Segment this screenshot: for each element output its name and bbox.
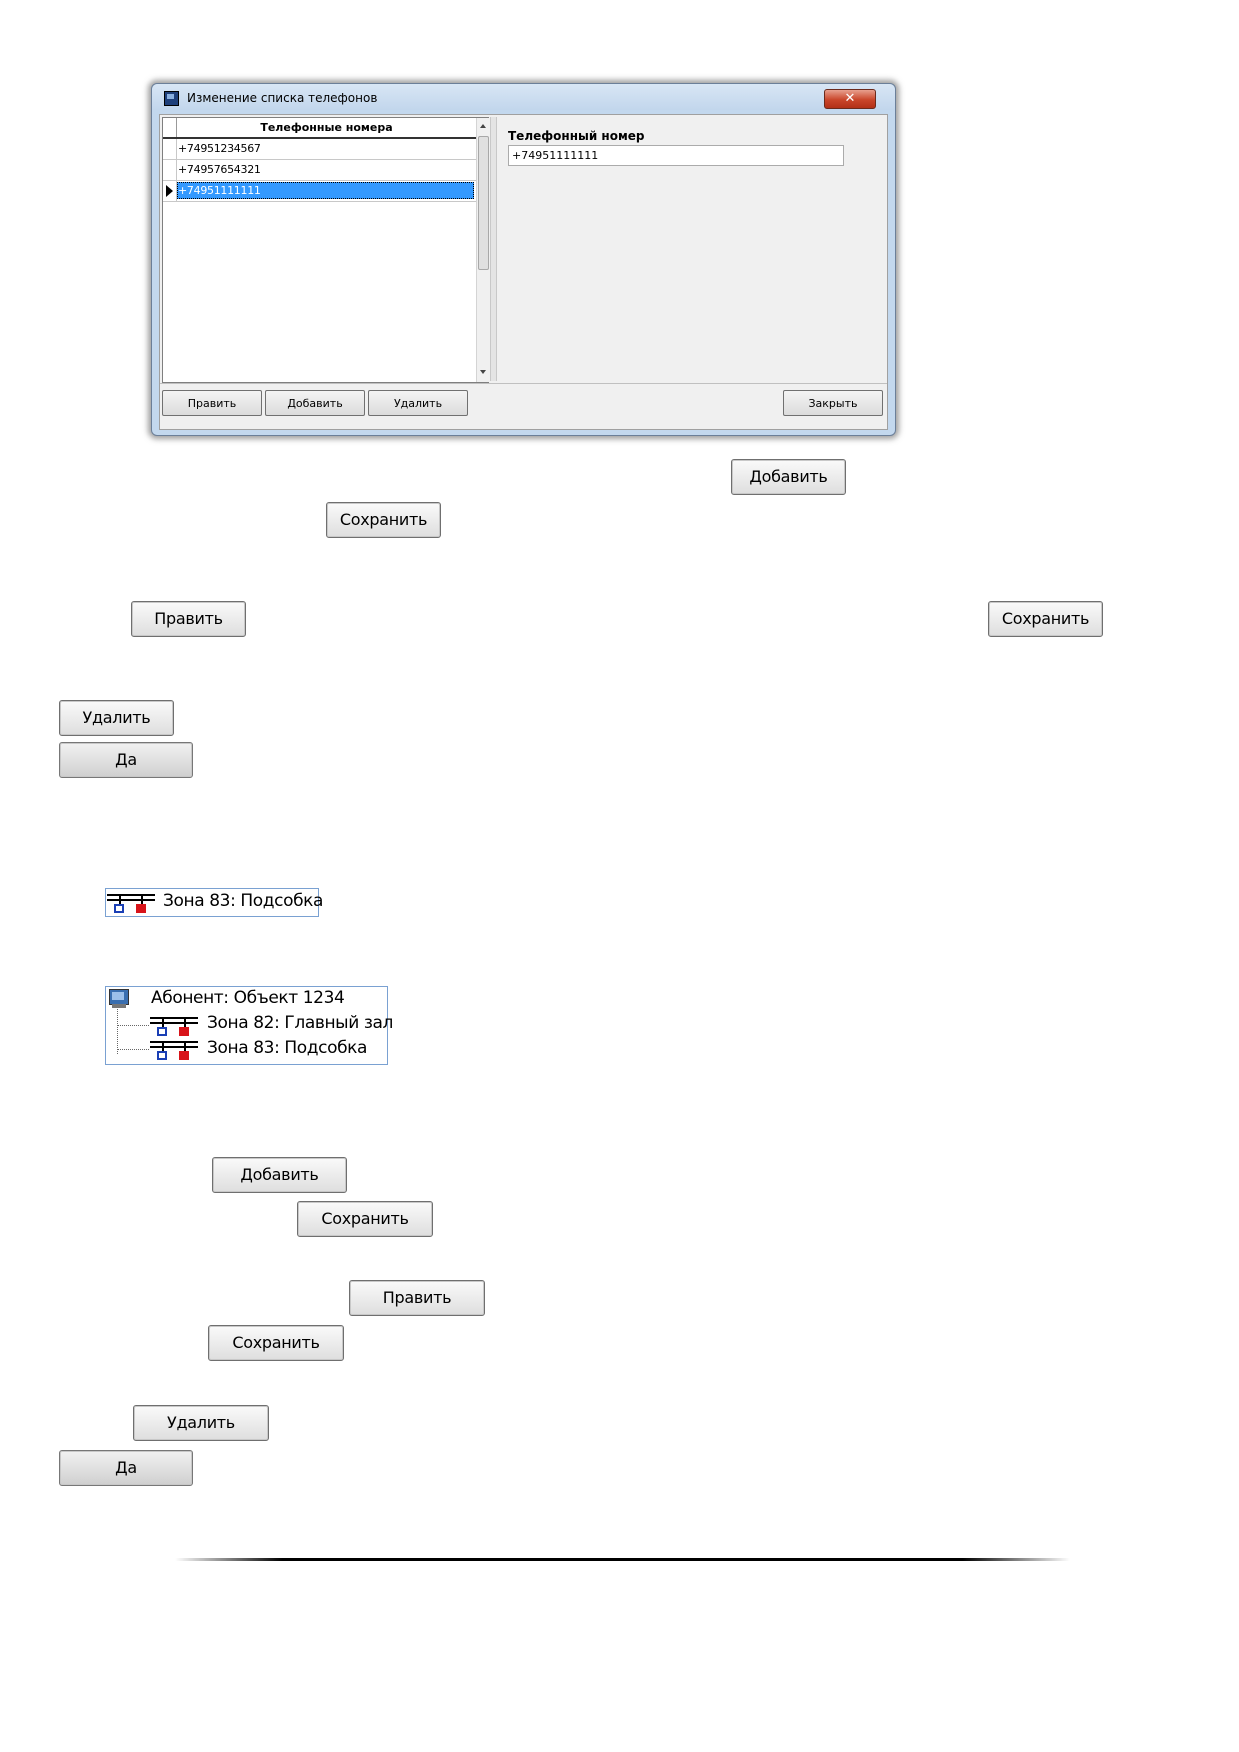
save-button[interactable]: Сохранить [208,1325,344,1361]
edit-button[interactable]: Править [349,1280,485,1316]
grid-header: Телефонные номера [163,118,476,139]
grid-header-indicator [163,118,177,137]
dialog-titlebar[interactable]: Изменение списка телефонов ✕ [152,84,895,110]
save-button[interactable]: Сохранить [988,601,1103,637]
save-button[interactable]: Сохранить [297,1201,433,1237]
delete-button[interactable]: Удалить [133,1405,269,1441]
edit-button[interactable]: Править [162,390,262,416]
phone-number-label: Телефонный номер [508,129,645,143]
phone-cell: +74951111111 [178,184,261,197]
add-button[interactable]: Добавить [212,1157,347,1193]
monitor-icon [108,989,130,1009]
row-indicator [163,181,177,201]
grid-column-header-phones[interactable]: Телефонные номера [260,121,393,134]
close-button[interactable]: Закрыть [783,390,883,416]
app-icon [164,91,179,106]
phone-cell: +74957654321 [178,163,261,176]
yes-button[interactable]: Да [59,742,193,778]
save-button[interactable]: Сохранить [326,502,441,538]
table-row[interactable]: +74957654321 [163,160,476,181]
phone-number-input[interactable]: +74951111111 [508,145,844,166]
phone-grid: Телефонные номера +74951234567 +74957654… [162,117,489,383]
edit-button[interactable]: Править [131,601,246,637]
phone-list-dialog: Изменение списка телефонов ✕ Телефонные … [151,83,896,436]
zone-icon [107,892,155,913]
table-row[interactable]: +74951234567 [163,139,476,160]
tree-child-label[interactable]: Зона 83: Подсобка [207,1038,368,1058]
zone-item-box[interactable]: Зона 83: Подсобка [105,888,323,917]
row-indicator [163,160,177,180]
close-icon: ✕ [844,91,856,106]
dialog-button-bar: Править Добавить Удалить Закрыть [160,383,887,430]
zone-icon [150,1015,198,1036]
phone-cell: +74951234567 [178,142,261,155]
table-row-selected[interactable]: +74951111111 [163,181,476,202]
delete-button[interactable]: Удалить [368,390,468,416]
tree-root-label[interactable]: Абонент: Объект 1234 [151,988,345,1008]
row-indicator [163,139,177,159]
delete-button[interactable]: Удалить [59,700,174,736]
scroll-down-icon[interactable] [480,370,486,374]
dialog-client-area: Телефонные номера +74951234567 +74957654… [159,114,888,430]
current-row-arrow-icon [166,185,173,197]
scroll-thumb[interactable] [478,136,489,270]
footer-divider [175,1558,1070,1561]
close-window-button[interactable]: ✕ [824,89,876,109]
zone-icon [150,1039,198,1060]
tree-child-label[interactable]: Зона 82: Главный зал [207,1013,393,1033]
scroll-up-icon[interactable] [480,124,486,128]
dialog-title: Изменение списка телефонов [187,91,378,105]
panel-splitter[interactable] [490,117,497,381]
add-button[interactable]: Добавить [731,459,846,495]
yes-button[interactable]: Да [59,1450,193,1486]
zone-label: Зона 83: Подсобка [163,891,324,911]
subscriber-tree: Абонент: Объект 1234 Зона 82: Главный за… [105,986,393,1065]
add-button[interactable]: Добавить [265,390,365,416]
grid-vertical-scrollbar[interactable] [476,118,489,382]
